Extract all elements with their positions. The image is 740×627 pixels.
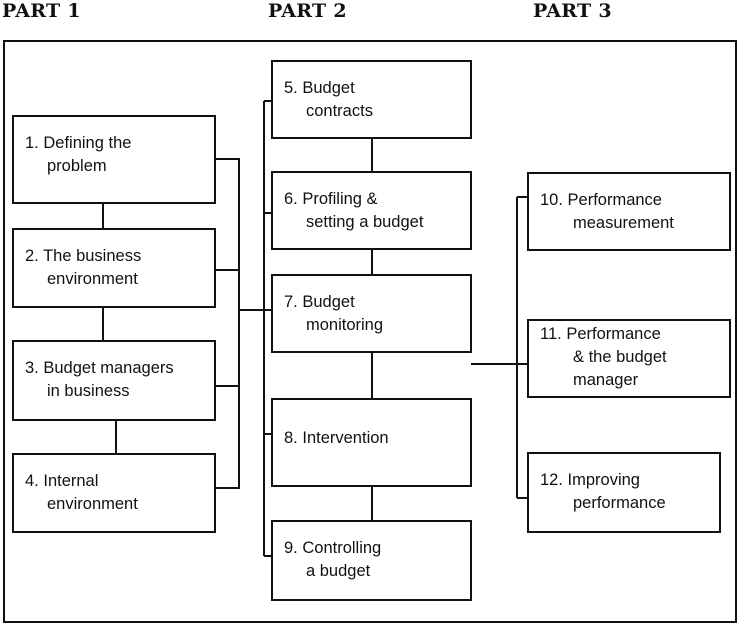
box-12-line-1: 12. Improving <box>540 471 640 489</box>
box-intervention: 8. Intervention <box>271 398 472 487</box>
box-improving-performance: 12. Improving performance <box>527 452 721 533</box>
box-9-line-2: a budget <box>306 562 371 580</box>
box-budget-managers: 3. Budget managers in business <box>12 340 216 421</box>
box-5-line-1: 5. Budget <box>284 79 355 97</box>
box-1-line-1: 1. Defining the <box>25 134 132 152</box>
box-11-line-2: & the budget <box>573 348 667 366</box>
part-3-header: PART 3 <box>533 0 612 22</box>
box-11-line-3: manager <box>573 371 639 389</box>
box-6-line-1: 6. Profiling & <box>284 190 378 208</box>
box-11-line-1: 11. Performance <box>540 325 661 343</box>
box-4-line-2: environment <box>47 495 138 513</box>
box-2-line-2: environment <box>47 270 138 288</box>
box-3-line-2: in business <box>47 382 130 400</box>
box-profiling-setting-budget: 6. Profiling & setting a budget <box>271 171 472 250</box>
box-10-line-2: measurement <box>573 214 674 232</box>
box-7-line-2: monitoring <box>306 316 384 334</box>
box-12-line-2: performance <box>573 494 666 512</box>
diagram-frame <box>3 40 737 623</box>
box-controlling-budget: 9. Controlling a budget <box>271 520 472 601</box>
box-performance-measurement: 10. Performance measurement <box>527 172 731 251</box>
box-10-line-1: 10. Performance <box>540 191 662 209</box>
box-budget-contracts: 5. Budget contracts <box>271 60 472 139</box>
box-performance-budget-manager: 11. Performance & the budget manager <box>527 319 731 398</box>
box-defining-the-problem: 1. Defining the problem <box>12 115 216 204</box>
part-2-header: PART 2 <box>268 0 347 22</box>
box-8-line-1: 8. Intervention <box>284 429 389 447</box>
box-internal-environment: 4. Internal environment <box>12 453 216 533</box>
box-5-line-2: contracts <box>306 102 373 120</box>
part-1-header: PART 1 <box>2 0 81 22</box>
box-budget-monitoring: 7. Budget monitoring <box>271 274 472 353</box>
box-business-environment: 2. The business environment <box>12 228 216 308</box>
box-1-line-2: problem <box>47 157 107 175</box>
box-7-line-1: 7. Budget <box>284 293 355 311</box>
box-3-line-1: 3. Budget managers <box>25 359 174 377</box>
box-6-line-2: setting a budget <box>306 213 424 231</box>
box-2-line-1: 2. The business <box>25 247 142 265</box>
box-4-line-1: 4. Internal <box>25 472 99 490</box>
box-9-line-1: 9. Controlling <box>284 539 382 557</box>
